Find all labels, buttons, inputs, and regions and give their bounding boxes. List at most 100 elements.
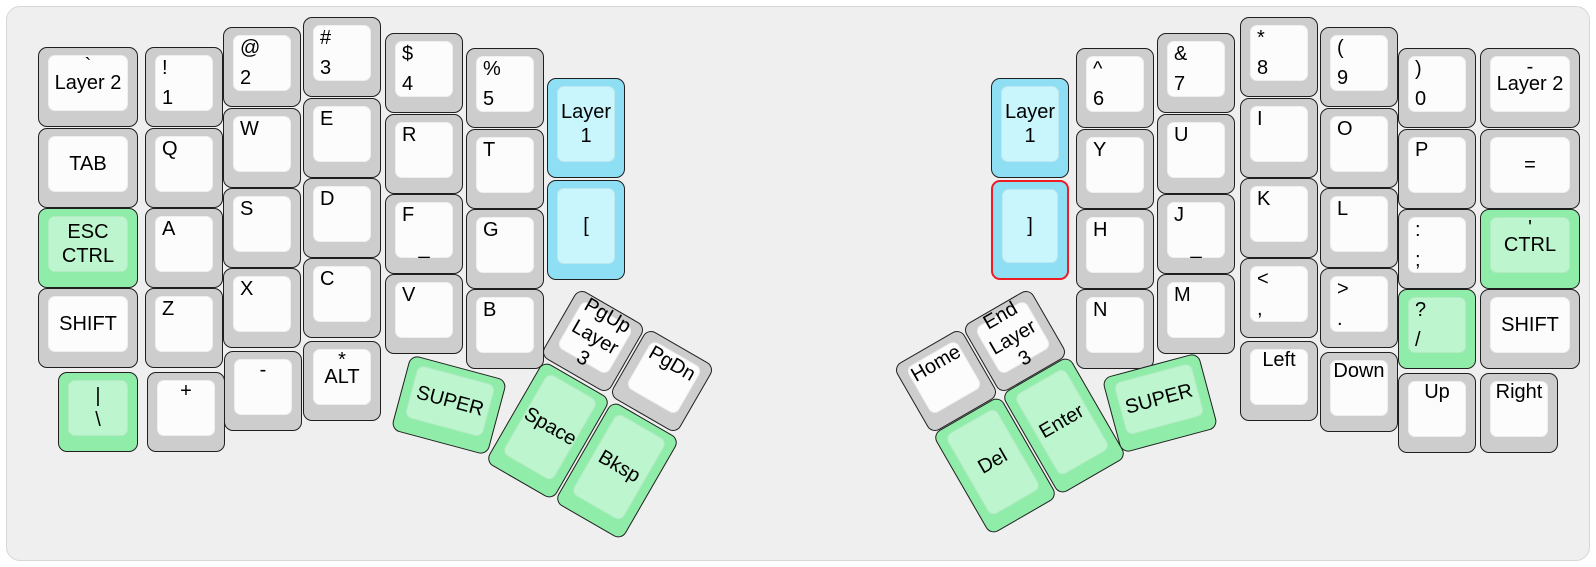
key-arrow-right[interactable]: Right (1480, 373, 1558, 453)
key-label: ` (84, 55, 92, 77)
key-label: + (180, 380, 192, 402)
key-l[interactable]: L (1320, 188, 1398, 268)
keycap-top: N (1086, 297, 1144, 353)
key-esc-ctrl[interactable]: ESC CTRL (38, 208, 138, 288)
key-shift-left[interactable]: SHIFT (38, 288, 138, 368)
key-shift-right[interactable]: SHIFT (1480, 289, 1580, 369)
key-at-2[interactable]: @2 (223, 27, 301, 107)
key-c[interactable]: C (303, 258, 381, 338)
key-y[interactable]: Y (1076, 129, 1154, 209)
key-label: Layer 2 (1496, 72, 1564, 95)
key-x[interactable]: X (223, 268, 301, 348)
key-dollar-4[interactable]: $4 (385, 33, 463, 113)
key-j[interactable]: J_ (1157, 194, 1235, 274)
key-v[interactable]: V (385, 274, 463, 354)
key-o[interactable]: O (1320, 108, 1398, 188)
key-label: Layer 2 (54, 71, 122, 94)
key-g[interactable]: G (466, 209, 544, 289)
keycap-top: + (157, 380, 215, 436)
key-label: ? (1415, 299, 1427, 321)
key-colon-semicolon[interactable]: :; (1398, 209, 1476, 289)
key-s[interactable]: S (223, 188, 301, 268)
key-label: * (1257, 27, 1265, 49)
key-less-comma[interactable]: <, (1240, 258, 1318, 338)
key-amp-7[interactable]: &7 (1157, 33, 1235, 113)
key-right-bracket[interactable]: ] (991, 180, 1069, 280)
key-exclaim-1[interactable]: !1 (145, 47, 223, 127)
key-label: * (338, 349, 346, 371)
key-layer1-left[interactable]: Layer 1 (547, 78, 625, 178)
key-label: J (1174, 204, 1184, 226)
keycap-top: - (234, 359, 292, 415)
key-question-slash[interactable]: ?/ (1398, 289, 1476, 369)
key-arrow-up[interactable]: Up (1398, 373, 1476, 453)
key-hash-3[interactable]: #3 (303, 17, 381, 97)
key-label: F (402, 204, 415, 226)
keycap-top: X (233, 276, 291, 332)
key-r[interactable]: R (385, 114, 463, 194)
keycap-top: Layer 1 (557, 86, 615, 162)
key-star-alt[interactable]: *ALT (303, 341, 381, 421)
key-equals[interactable]: = (1480, 129, 1580, 209)
key-z[interactable]: Z (145, 288, 223, 368)
key-i[interactable]: I (1240, 98, 1318, 178)
key-label: Q (162, 138, 178, 160)
key-b[interactable]: B (466, 289, 544, 369)
keycap-top: F_ (395, 202, 453, 259)
key-m[interactable]: M (1157, 274, 1235, 354)
key-label: T (483, 139, 496, 161)
key-paren-9[interactable]: (9 (1320, 27, 1398, 107)
key-asterisk-8[interactable]: *8 (1240, 17, 1318, 97)
keycap-top: M (1167, 282, 1225, 338)
key-caret-6[interactable]: ^6 (1076, 48, 1154, 128)
key-backtick-layer2[interactable]: `Layer 2 (38, 47, 138, 127)
keycap-top: Right (1490, 381, 1548, 437)
keycap-top: >. (1330, 276, 1388, 332)
keycap-top: @2 (233, 35, 291, 91)
key-label: S (240, 198, 254, 220)
key-label: N (1093, 299, 1108, 321)
key-p[interactable]: P (1398, 129, 1476, 209)
key-label: - (1526, 56, 1534, 78)
key-super-left[interactable]: SUPER (390, 354, 508, 456)
keycap-top: B (476, 297, 534, 353)
key-arrow-down[interactable]: Down (1320, 352, 1398, 432)
key-layer1-right[interactable]: Layer 1 (991, 78, 1069, 178)
key-d[interactable]: D (303, 178, 381, 258)
key-n[interactable]: N (1076, 289, 1154, 369)
key-label: 1 (162, 86, 174, 109)
key-label: Z (162, 298, 175, 320)
key-a[interactable]: A (145, 208, 223, 288)
key-quote-ctrl[interactable]: 'CTRL (1480, 209, 1580, 289)
key-w[interactable]: W (223, 108, 301, 188)
key-label: @ (240, 37, 261, 59)
key-u[interactable]: U (1157, 114, 1235, 194)
key-f[interactable]: F_ (385, 194, 463, 274)
keycap-top: Q (155, 136, 213, 192)
key-label: 3 (320, 56, 332, 79)
key-paren-0[interactable]: )0 (1398, 48, 1476, 128)
key-t[interactable]: T (466, 129, 544, 209)
keycap-top: ?/ (1408, 297, 1466, 353)
key-k[interactable]: K (1240, 178, 1318, 258)
key-plus[interactable]: + (147, 372, 225, 452)
key-q[interactable]: Q (145, 128, 223, 208)
keycap-top: A (155, 216, 213, 272)
key-dash-layer2[interactable]: -Layer 2 (1480, 48, 1580, 128)
keycap-top: C (313, 266, 371, 322)
key-tab[interactable]: TAB (38, 128, 138, 208)
key-pipe-backslash[interactable]: | \ (58, 372, 138, 452)
key-label: PgDn (644, 341, 700, 386)
key-label: G (483, 219, 499, 241)
key-label: ^ (1093, 58, 1103, 80)
key-arrow-left[interactable]: Left (1240, 341, 1318, 421)
key-greater-period[interactable]: >. (1320, 268, 1398, 348)
key-h[interactable]: H (1076, 209, 1154, 289)
key-left-bracket[interactable]: [ (547, 180, 625, 280)
key-percent-5[interactable]: %5 (466, 48, 544, 128)
key-label: 0 (1415, 87, 1427, 110)
key-label: I (1257, 108, 1263, 130)
keycap-top: -Layer 2 (1490, 56, 1570, 112)
key-minus[interactable]: - (224, 351, 302, 431)
key-e[interactable]: E (303, 98, 381, 178)
